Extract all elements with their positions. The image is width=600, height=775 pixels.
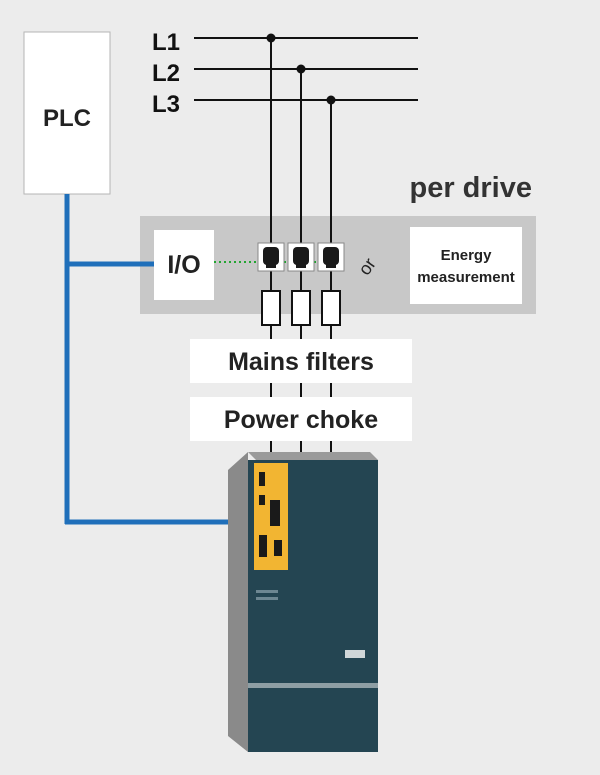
- drive-top-edge: [248, 452, 378, 460]
- current-clamps: [257, 242, 345, 272]
- energy-measurement-box: [410, 227, 522, 304]
- plc-bus: [64, 194, 228, 525]
- drive-connector-2: [259, 495, 265, 505]
- fuse-l2: [291, 290, 311, 326]
- energy-measurement-line1: Energy: [441, 247, 493, 264]
- current-clamp-l1: [257, 242, 285, 272]
- junction-l2: [296, 64, 306, 74]
- drive-label-plate-2: [256, 597, 278, 600]
- drive-connector-5: [274, 540, 282, 556]
- drive-connector-1: [259, 472, 265, 486]
- junction-l1: [266, 33, 276, 43]
- fuse-l1: [261, 290, 281, 326]
- drive-brand-badge: [345, 650, 365, 658]
- drive-side-panel: [228, 452, 248, 752]
- per-drive-label: per drive: [410, 172, 533, 204]
- plc-label: PLC: [43, 105, 91, 132]
- phase-label-l3: L3: [152, 91, 180, 118]
- phase-label-l1: L1: [152, 29, 180, 56]
- mains-filters-label: Mains filters: [228, 348, 374, 376]
- drive-unit: [228, 452, 378, 752]
- junction-l3: [326, 95, 336, 105]
- io-box: [154, 230, 214, 300]
- drive-label-plate-1: [256, 590, 278, 593]
- drive-connector-4: [259, 535, 267, 557]
- drive-connector-3: [270, 500, 280, 526]
- fuse-l3: [321, 290, 341, 326]
- current-clamp-l2: [287, 242, 315, 272]
- mains-filters-box: [190, 339, 412, 383]
- power-choke-box: [190, 397, 412, 441]
- current-clamp-l3: [317, 242, 345, 272]
- drive-lower-seam: [248, 683, 378, 688]
- energy-measurement-line2: measurement: [417, 269, 515, 286]
- phase-label-l2: L2: [152, 60, 180, 87]
- io-label: I/O: [167, 251, 200, 279]
- fuses: [261, 290, 341, 326]
- power-choke-label: Power choke: [224, 406, 378, 434]
- phase-lines: [194, 37, 418, 101]
